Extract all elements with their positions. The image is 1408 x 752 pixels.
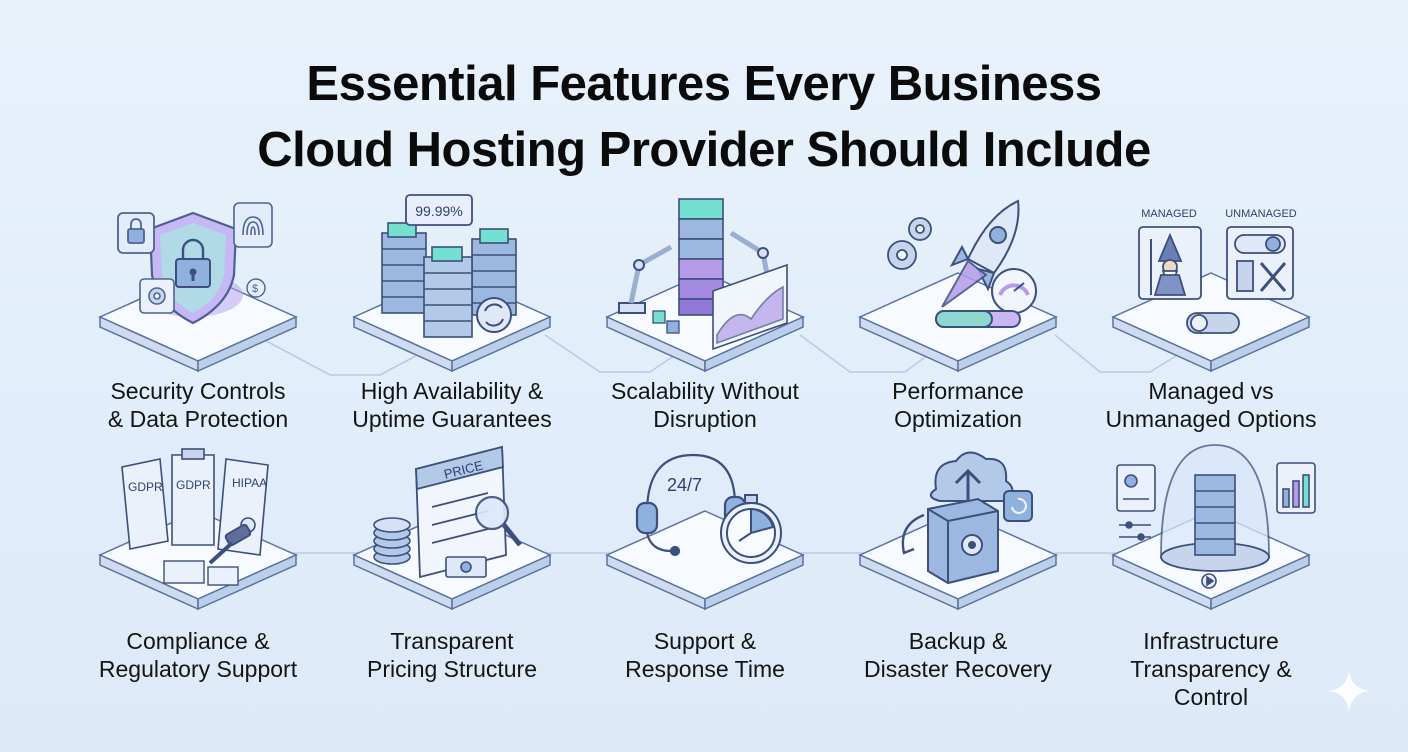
label-line-1: Transparent <box>390 628 514 654</box>
server-rack-center <box>423 246 473 338</box>
label-line-2: Uptime Guarantees <box>352 406 552 432</box>
gears-icon <box>887 217 932 270</box>
svg-text:$: $ <box>252 283 258 295</box>
gear-tile <box>139 278 175 314</box>
label-line-2: Transparency & <box>1130 656 1292 682</box>
shield-lock-icon: $ <box>98 202 298 373</box>
label-line-3: Control <box>1173 684 1249 710</box>
server-dome-dashboard-icon <box>1111 444 1316 611</box>
control-sliders-icon <box>1119 521 1151 541</box>
doc-tag-3: HIPAA <box>232 476 267 490</box>
label-line-1: Managed vs <box>1148 378 1274 404</box>
wizard-card <box>1138 226 1202 300</box>
vault-cloud-icon <box>858 451 1058 611</box>
label-line-1: High Availability & <box>360 378 544 404</box>
small-cubes <box>652 310 680 334</box>
uptime-badge-text: 99.99% <box>415 203 462 219</box>
label-line-2: Response Time <box>625 656 785 682</box>
recovery-arrow <box>901 513 925 555</box>
robot-arm-left <box>618 244 673 314</box>
label-line-1: Compliance & <box>126 628 270 654</box>
feature-label: Scalability Without Disruption <box>555 377 855 433</box>
label-line-2: Disaster Recovery <box>864 656 1052 682</box>
managed-unmanaged-icon: MANAGED UNMANAGED <box>1111 208 1311 373</box>
tools-card <box>1226 226 1294 300</box>
stopwatch-icon <box>720 494 782 564</box>
gavel-icon <box>208 523 252 565</box>
document-2: GDPR <box>171 448 215 546</box>
rocket <box>941 199 1020 308</box>
vault-safe <box>927 497 999 585</box>
server-stack-robot-arms-icon <box>605 198 805 373</box>
label-line-1: Performance <box>892 378 1024 404</box>
feature-label: Security Controls & Data Protection <box>48 377 348 433</box>
label-line-2: & Data Protection <box>107 406 289 432</box>
fingerprint-tile <box>233 202 273 248</box>
page-title-line-2: Cloud Hosting Provider Should Include <box>257 123 1151 177</box>
label-line-1: Scalability Without <box>611 378 799 404</box>
feature-label: Infrastructure Transparency & Control <box>1061 627 1361 711</box>
label-line-2: Disruption <box>653 406 757 432</box>
feature-label: Managed vs Unmanaged Options <box>1061 377 1361 433</box>
dashboard-panel-left <box>1116 464 1156 512</box>
price-sheet: PRICE <box>415 445 507 579</box>
server-tower <box>1194 474 1236 556</box>
label-line-1: Backup & <box>908 628 1008 654</box>
magnifier-icon <box>474 495 522 547</box>
label-line-1: Infrastructure <box>1143 628 1279 654</box>
feature-label: Compliance & Regulatory Support <box>48 627 348 683</box>
coin-stack <box>373 517 411 565</box>
unmanaged-tag: UNMANAGED <box>1225 208 1297 220</box>
speed-gauge <box>935 268 1037 328</box>
document-3: HIPAA <box>217 458 269 556</box>
certificate-icon <box>163 560 239 586</box>
managed-tag: MANAGED <box>1141 208 1197 220</box>
sparkle-icon <box>1328 670 1370 712</box>
toggle-switch <box>1186 312 1240 334</box>
doc-tag-2: GDPR <box>176 478 211 492</box>
banknote-icon <box>445 556 487 578</box>
label-line-2: Regulatory Support <box>98 656 298 682</box>
headset-stopwatch-icon: 24/7 <box>605 453 805 611</box>
doc-tag-1: GDPR <box>128 480 163 494</box>
label-line-1: Security Controls <box>110 378 286 404</box>
server-rack-left <box>381 222 427 314</box>
rocket-gauge-icon <box>858 199 1058 373</box>
feature-label: Transparent Pricing Structure <box>302 627 602 683</box>
label-line-1: Support & <box>653 628 757 654</box>
price-list-icon: PRICE <box>352 445 552 611</box>
page-title-line-1: Essential Features Every Business <box>306 57 1102 111</box>
server-cluster-icon: 99.99% <box>352 194 552 373</box>
restore-badge-icon <box>1003 490 1033 522</box>
sync-icon <box>476 297 512 333</box>
label-line-2: Pricing Structure <box>366 656 537 682</box>
server-stack <box>678 198 724 316</box>
compliance-documents-icon: GDPR GDPR HIPAA <box>98 448 298 611</box>
dashboard-panel-right <box>1276 462 1316 514</box>
lock-tile <box>117 212 155 254</box>
support-tag: 24/7 <box>667 475 702 495</box>
chart-panel <box>712 263 788 351</box>
feature-label: Support & Response Time <box>555 627 855 683</box>
feature-label: High Availability & Uptime Guarantees <box>302 377 602 433</box>
document-1: GDPR <box>121 458 169 550</box>
play-button-icon <box>1201 573 1217 589</box>
feature-label: Performance Optimization <box>808 377 1108 433</box>
dollar-gear-icon: $ <box>246 278 266 298</box>
uptime-badge: 99.99% <box>405 194 473 226</box>
label-line-2: Optimization <box>894 406 1022 432</box>
feature-label: Backup & Disaster Recovery <box>808 627 1108 683</box>
platform <box>605 510 805 611</box>
label-line-2: Unmanaged Options <box>1105 406 1317 432</box>
